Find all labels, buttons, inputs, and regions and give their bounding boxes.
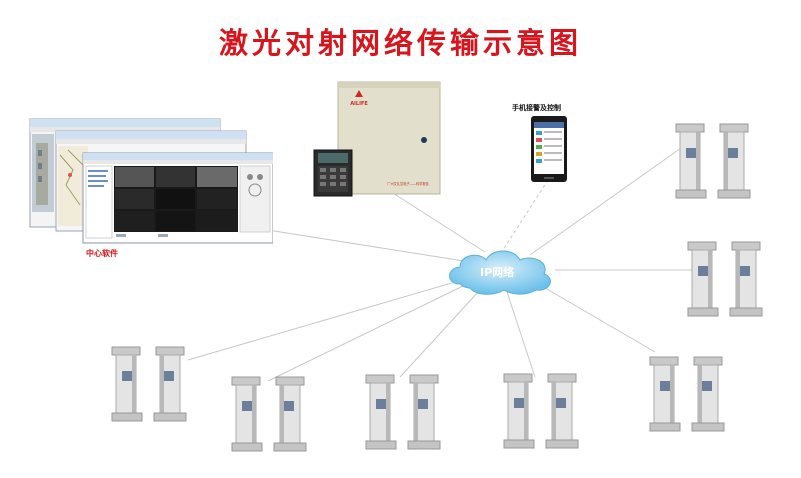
link-pair-bottom-right: [539, 284, 656, 353]
laser-post-left: [231, 376, 263, 452]
laser-post-right: [153, 346, 187, 422]
keypad: [313, 149, 353, 197]
laser-post-left: [649, 356, 681, 432]
laser-post-left: [503, 373, 535, 449]
laser-post-right: [545, 373, 579, 449]
laser-beam-pair: [675, 123, 751, 199]
mobile-label: 手机接警及控制: [512, 104, 561, 112]
laser-beam-pair: [231, 376, 307, 452]
link-software: [267, 229, 471, 263]
laser-post-left: [365, 374, 397, 450]
plate-text: 广州艾礼富电子——科学报告: [387, 181, 428, 186]
link-mobile: [502, 179, 549, 251]
brand-text: AILIFE: [350, 101, 368, 107]
diagram-title: 激光对射网络传输示意图: [218, 26, 582, 60]
mobile-phone: [531, 116, 567, 182]
laser-post-left: [687, 241, 719, 317]
laser-beam-pair: [649, 356, 725, 432]
link-pair-bottom-left: [187, 281, 456, 361]
laser-beam-pair: [111, 346, 187, 422]
alarm-controller: AILIFE 广州艾礼富电子——科学报告: [313, 81, 441, 197]
laser-post-right: [729, 241, 763, 317]
link-pair-bottom-4: [399, 289, 481, 378]
laser-post-right: [691, 356, 725, 432]
link-controller: [384, 187, 486, 253]
link-pair-bottom-5: [506, 291, 536, 378]
ip-network-cloud: [449, 250, 551, 295]
brand-logo-icon: [355, 90, 363, 97]
software-label: 中心软件: [86, 249, 118, 258]
software-window-front: [82, 152, 273, 244]
laser-beam-pair: [365, 374, 441, 450]
laser-beam-pair: [687, 241, 763, 317]
laser-post-right: [273, 376, 307, 452]
ip-network-label: IP网络: [480, 266, 515, 279]
center-software-screenshots: [29, 118, 273, 244]
laser-post-left: [675, 123, 707, 199]
laser-post-right: [407, 374, 441, 450]
laser-post-left: [111, 346, 143, 422]
link-pair-top-right: [529, 147, 682, 256]
link-pair-bottom-3: [267, 284, 466, 382]
keyhole-icon: [421, 137, 427, 143]
laser-post-right: [717, 123, 751, 199]
laser-beam-pair: [503, 373, 579, 449]
